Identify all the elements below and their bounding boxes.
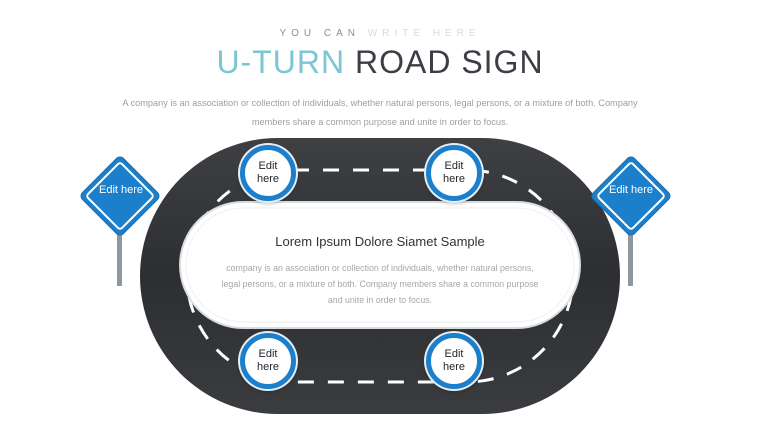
kicker-light: WRITE HERE xyxy=(367,28,481,39)
left-sign-label[interactable]: Edit here xyxy=(98,184,144,196)
left-road-sign xyxy=(80,156,160,236)
kicker-text: YOU CAN WRITE HERE xyxy=(0,28,760,39)
node-top-right-label: Edit here xyxy=(442,160,466,185)
node-top-left[interactable]: Edit here xyxy=(240,145,296,201)
node-top-right[interactable]: Edit here xyxy=(426,145,482,201)
road-inner-panel xyxy=(185,207,575,323)
subtitle: A company is an association or collectio… xyxy=(120,94,640,132)
right-road-sign xyxy=(591,156,671,236)
subtitle-line-2: members share a common purpose and unite… xyxy=(251,117,509,127)
kicker-dark: YOU CAN xyxy=(279,28,360,39)
node-bottom-right-label: Edit here xyxy=(442,348,466,373)
page-title: U-TURN ROAD SIGN xyxy=(0,44,760,81)
title-main: ROAD SIGN xyxy=(354,44,544,80)
right-sign-label[interactable]: Edit here xyxy=(608,184,654,196)
node-bottom-left[interactable]: Edit here xyxy=(240,333,296,389)
node-top-left-label: Edit here xyxy=(256,160,280,185)
center-body-line-3: and unite in order to focus. xyxy=(327,295,433,305)
left-sign-pole xyxy=(117,228,122,286)
center-body: company is an association or collection … xyxy=(212,260,548,308)
node-bottom-right[interactable]: Edit here xyxy=(426,333,482,389)
subtitle-line-1: A company is an association or collectio… xyxy=(122,98,638,108)
center-body-line-2: legal persons, or a mixture of both. Com… xyxy=(221,279,539,289)
title-accent: U-TURN xyxy=(216,44,346,80)
center-title: Lorem Ipsum Dolore Siamet Sample xyxy=(275,234,485,249)
center-body-line-1: company is an association or collection … xyxy=(226,263,534,273)
right-sign-pole xyxy=(628,228,633,286)
node-bottom-left-label: Edit here xyxy=(256,348,280,373)
